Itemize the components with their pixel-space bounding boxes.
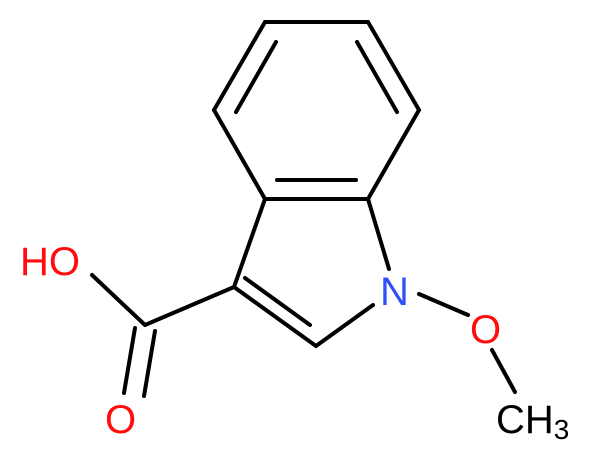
bond-n1-c2 bbox=[314, 303, 375, 348]
carbonyl-oxygen-label: O bbox=[105, 398, 136, 442]
bond-c4-c5 bbox=[212, 20, 267, 112]
methyl-main: CH bbox=[496, 398, 554, 442]
bond-c3-c3a bbox=[232, 197, 267, 289]
bond-c6-c7-inner bbox=[355, 40, 399, 114]
ether-oxygen-label: O bbox=[470, 308, 501, 352]
bond-c-o-double-b bbox=[142, 329, 157, 398]
bond-c2-c3-inner bbox=[243, 276, 312, 327]
bond-c4-c5-inner bbox=[234, 40, 278, 114]
bond-c-oh bbox=[90, 273, 147, 327]
bond-c7-c7a bbox=[366, 108, 421, 201]
hydroxyl-label: HO bbox=[20, 240, 80, 284]
bond-c6-c7 bbox=[366, 20, 421, 112]
bond-o-ch3 bbox=[490, 348, 517, 394]
bond-c3a-c4 bbox=[212, 108, 267, 201]
bond-n1-o bbox=[417, 292, 470, 317]
bond-c7a-n1 bbox=[366, 197, 391, 271]
bond-c3-cooh bbox=[143, 285, 236, 327]
methyl-label: CH3 bbox=[496, 398, 569, 445]
bond-c-o-double-a bbox=[122, 326, 137, 395]
nitrogen-label: N bbox=[380, 270, 409, 314]
bond-c2-c3 bbox=[232, 285, 318, 348]
methyl-subscript: 3 bbox=[554, 414, 570, 445]
